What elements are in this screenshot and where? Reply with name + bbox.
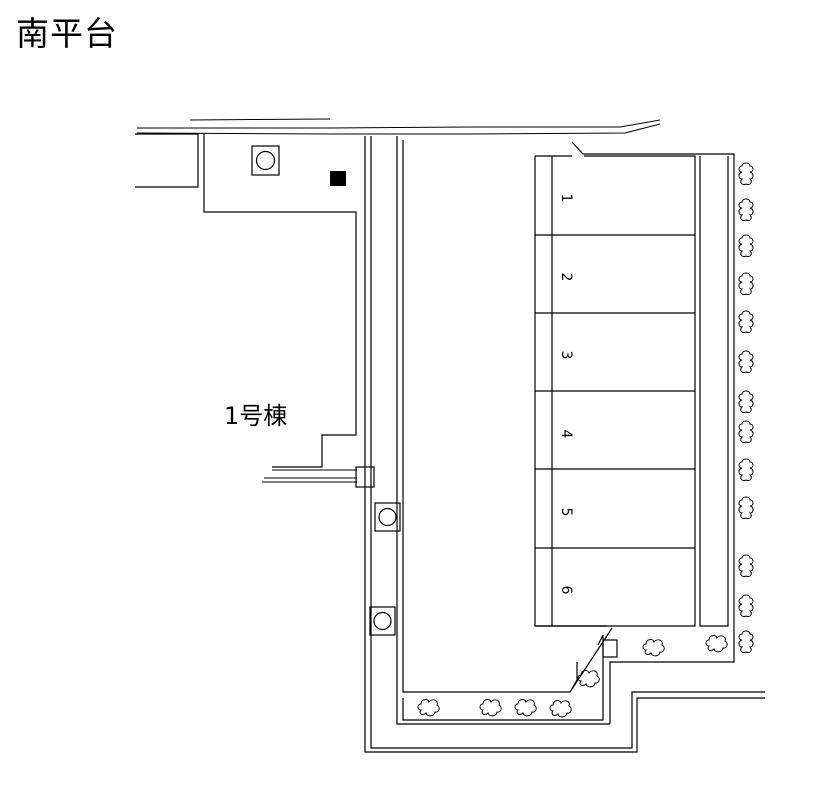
parking-space-3: 3: [558, 351, 574, 360]
parking-lot: [534, 155, 729, 627]
utility-box-icon: [330, 171, 346, 186]
driveway: [364, 136, 765, 753]
parking-space-1: 1: [558, 194, 574, 203]
parking-numbers: 1 2 3 4 5 6: [558, 194, 574, 595]
manhole-icon: [369, 606, 396, 636]
shrub-icon: [417, 162, 754, 718]
building-1-outline: [135, 133, 357, 483]
page-title: 南平台: [16, 14, 118, 53]
utility-box-icon: [602, 639, 618, 658]
parking-space-2: 2: [558, 273, 574, 282]
parking-space-4: 4: [558, 430, 574, 439]
manhole-icon: [251, 145, 280, 176]
top-road: [136, 118, 661, 135]
manhole-icon: [374, 502, 401, 532]
junction-box: [355, 466, 375, 488]
building-label: 1号棟: [224, 402, 287, 430]
parking-space-5: 5: [558, 508, 574, 517]
parking-space-6: 6: [558, 586, 574, 595]
